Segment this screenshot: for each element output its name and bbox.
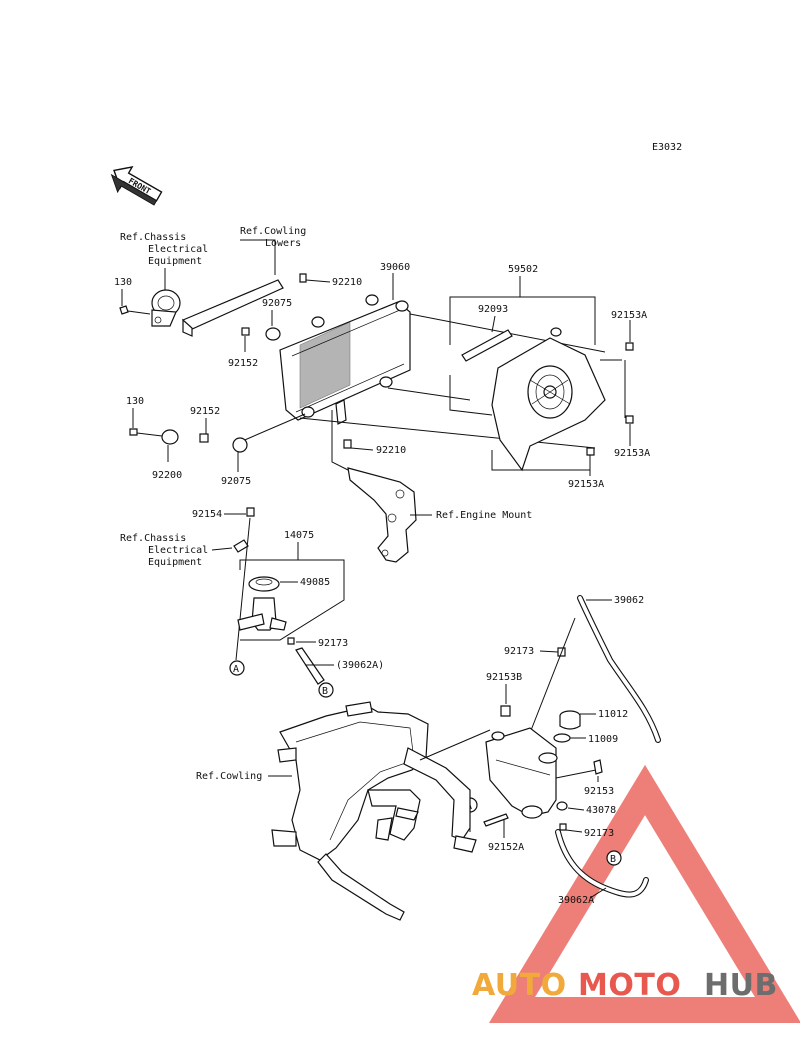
part-92173-upper: 92173 bbox=[504, 646, 534, 657]
ref-chassis-mid-label: Ref.Chassis Electrical Equipment bbox=[120, 533, 208, 568]
part-92200: 92200 bbox=[152, 470, 182, 481]
watermark-text: AUTO MOTO HUB bbox=[472, 968, 778, 1003]
part-92173-lower: 92173 bbox=[584, 828, 614, 839]
ref-cowling-label: Ref.Cowling bbox=[196, 771, 262, 782]
part-92153A-3: 92153A bbox=[568, 479, 604, 490]
marker-b-right-label: B bbox=[610, 854, 616, 865]
overflow-hose-39062 bbox=[577, 595, 661, 743]
ref-chassis-mid-line-2: Electrical bbox=[148, 545, 208, 556]
ref-chassis-line-2: Electrical bbox=[148, 244, 208, 255]
diagram-code: E3032 bbox=[652, 142, 682, 153]
collar-92152-mid bbox=[199, 433, 209, 443]
marker-b-right bbox=[606, 850, 622, 866]
watermark-moto: MOTO bbox=[578, 968, 681, 1003]
cowling-frame-part bbox=[271, 701, 477, 921]
part-39062: 39062 bbox=[614, 595, 644, 606]
engine-mount-bracket-part bbox=[347, 467, 417, 563]
marker-b-left-label: B bbox=[322, 686, 328, 697]
filler-neck-part bbox=[237, 576, 287, 631]
watermark-auto: AUTO bbox=[472, 968, 567, 1003]
part-92210-top: 92210 bbox=[332, 277, 362, 288]
radiator-part bbox=[279, 294, 411, 425]
ref-cowling-lowers-line-2: Lowers bbox=[265, 238, 301, 249]
ref-chassis-line-1: Ref.Chassis bbox=[120, 232, 186, 243]
bolt-92153A-2 bbox=[625, 415, 634, 424]
bolt-92154 bbox=[246, 507, 255, 517]
clip-92210-bottom bbox=[343, 439, 352, 449]
ref-chassis-mid-line-3: Equipment bbox=[148, 557, 202, 568]
ref-cowling-lowers-label: Ref.Cowling Lowers bbox=[240, 226, 306, 249]
part-49085: 49085 bbox=[300, 577, 330, 588]
bolt-92153A-1 bbox=[625, 342, 634, 351]
part-130-top: 130 bbox=[114, 277, 132, 288]
part-39062A: 39062A bbox=[558, 895, 594, 906]
grommet-92075-top bbox=[265, 327, 281, 341]
part-92152-top: 92152 bbox=[228, 358, 258, 369]
washer-92200 bbox=[161, 429, 179, 445]
ref-chassis-mid-line-1: Ref.Chassis bbox=[120, 533, 186, 544]
horn-part bbox=[151, 289, 181, 327]
marker-a-left-label: A bbox=[233, 664, 239, 675]
part-43078: 43078 bbox=[586, 805, 616, 816]
part-92153A-2: 92153A bbox=[614, 448, 650, 459]
fan-bracket-92093 bbox=[461, 329, 513, 362]
watermark-logo bbox=[488, 764, 800, 1023]
ref-chassis-top-label: Ref.Chassis Electrical Equipment bbox=[120, 232, 208, 267]
hose-39062A-short bbox=[295, 647, 325, 685]
bolt-92153A-3 bbox=[586, 447, 595, 456]
bolt-92153B bbox=[500, 705, 511, 717]
part-92093: 92093 bbox=[478, 304, 508, 315]
marker-b-left bbox=[318, 682, 334, 698]
part-59502: 59502 bbox=[508, 264, 538, 275]
marker-a-left bbox=[229, 660, 245, 676]
fan-shroud-part bbox=[491, 327, 606, 472]
part-92075-mid: 92075 bbox=[221, 476, 251, 487]
clip-92210-top bbox=[299, 273, 307, 283]
part-92153A-1: 92153A bbox=[611, 310, 647, 321]
hose-39062A-lower bbox=[555, 829, 649, 898]
part-92210-bottom: 92210 bbox=[376, 445, 406, 456]
part-92153B: 92153B bbox=[486, 672, 522, 683]
front-arrow-icon: FRONT bbox=[110, 166, 163, 206]
ref-chassis-line-3: Equipment bbox=[148, 256, 202, 267]
part-92075-top: 92075 bbox=[262, 298, 292, 309]
watermark-hub: HUB bbox=[704, 968, 778, 1003]
horn-bracket-part bbox=[182, 279, 284, 337]
grommet-43078 bbox=[556, 801, 568, 811]
gasket-11009 bbox=[553, 733, 571, 743]
reservoir-cap-11012 bbox=[559, 710, 581, 730]
reservoir-tank-part bbox=[485, 727, 558, 819]
part-92153: 92153 bbox=[584, 786, 614, 797]
bolt-92152A bbox=[483, 813, 509, 827]
grommet-92075-mid bbox=[232, 437, 248, 453]
part-11012: 11012 bbox=[598, 709, 628, 720]
part-130-mid: 130 bbox=[126, 396, 144, 407]
part-92152-mid: 92152 bbox=[190, 406, 220, 417]
part-39060: 39060 bbox=[380, 262, 410, 273]
part-39062A-paren: (39062A) bbox=[336, 660, 384, 671]
part-11009: 11009 bbox=[588, 734, 618, 745]
part-14075: 14075 bbox=[284, 530, 314, 541]
ref-engine-mount-label: Ref.Engine Mount bbox=[436, 510, 532, 521]
ref-cowling-lowers-line-1: Ref.Cowling bbox=[240, 226, 306, 237]
collar-92152-top bbox=[241, 327, 250, 336]
part-92173-mid: 92173 bbox=[318, 638, 348, 649]
part-92152A: 92152A bbox=[488, 842, 524, 853]
part-92154: 92154 bbox=[192, 509, 222, 520]
